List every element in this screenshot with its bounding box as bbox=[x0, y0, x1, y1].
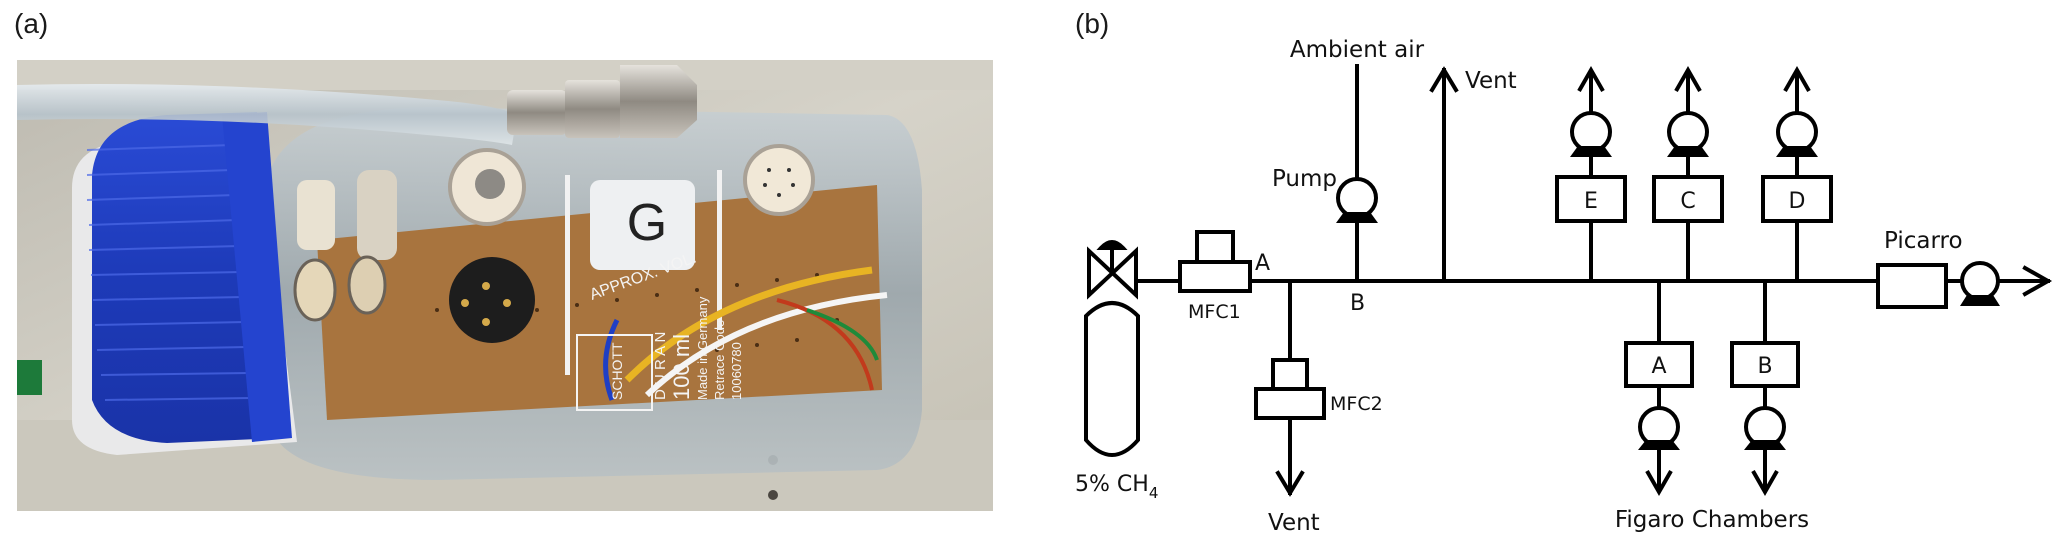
picarro-label: Picarro bbox=[1884, 228, 1963, 254]
sensor-chamber-photo: G SCHOTT D U R A N 100 ml Made in German… bbox=[17, 60, 993, 511]
pump-icon bbox=[1336, 177, 1378, 223]
figaro-sensor bbox=[743, 144, 815, 216]
up-arrow-icon bbox=[1674, 65, 1702, 92]
wire-green bbox=[806, 308, 879, 361]
chamber-branch-e: E bbox=[1555, 65, 1627, 281]
photo-illustration: G SCHOTT D U R A N 100 ml Made in German… bbox=[17, 60, 993, 511]
down-arrow-icon bbox=[1751, 470, 1779, 497]
bottle-brand: SCHOTT bbox=[609, 342, 625, 400]
mount-hole bbox=[768, 490, 778, 500]
figaro-sensor bbox=[449, 257, 535, 343]
bottle-code: 10060780 bbox=[729, 342, 744, 400]
bottle-line: D U R A N bbox=[652, 332, 669, 400]
mfc1-label: MFC1 bbox=[1188, 301, 1241, 323]
panel-label-b: (b) bbox=[1075, 8, 1110, 39]
bottle-volume: 100 ml bbox=[669, 334, 694, 400]
bottle-print: SCHOTT D U R A N 100 ml Made in Germany … bbox=[576, 296, 744, 411]
ambient-air-label: Ambient air bbox=[1290, 37, 1425, 63]
pump-icon bbox=[1667, 111, 1709, 157]
chamber-label: C bbox=[1680, 189, 1695, 214]
cap-rim bbox=[222, 112, 292, 442]
zip-tie bbox=[565, 175, 570, 375]
mfc2-body bbox=[1254, 387, 1326, 420]
down-arrow-icon bbox=[1645, 470, 1673, 497]
vent-up-arrow-icon bbox=[1429, 66, 1459, 93]
picarro-box bbox=[1876, 263, 1948, 309]
figaro-sensor bbox=[448, 148, 526, 226]
cap-ridges bbox=[86, 144, 252, 401]
label-tag-text: G bbox=[627, 194, 667, 252]
chamber-label: D bbox=[1789, 189, 1806, 214]
cylinder-valve-icon bbox=[1087, 240, 1138, 300]
exhaust-arrow-icon bbox=[2022, 265, 2053, 297]
quick-connector bbox=[507, 90, 567, 135]
gas-cylinder-icon bbox=[1084, 301, 1140, 457]
chamber-branch-a: A bbox=[1624, 281, 1694, 497]
mfc1-body bbox=[1178, 260, 1252, 293]
chamber-label: A bbox=[1651, 354, 1666, 379]
vent-bottom-label: Vent bbox=[1268, 510, 1320, 536]
wire-blue bbox=[603, 318, 620, 401]
pump-label: Pump bbox=[1272, 166, 1337, 192]
zip-tie bbox=[717, 170, 722, 330]
figaro-sensor bbox=[293, 170, 397, 322]
mfc2-label: MFC2 bbox=[1330, 393, 1383, 415]
pump-icon bbox=[1776, 111, 1818, 157]
chamber-branch-c: C bbox=[1652, 65, 1724, 281]
pump-icon bbox=[1744, 406, 1786, 450]
chamber-branch-d: D bbox=[1761, 65, 1833, 281]
mfc2-head bbox=[1271, 358, 1309, 391]
up-arrow-icon bbox=[1577, 65, 1605, 92]
clear-tube bbox=[17, 84, 517, 145]
point-a-label: A bbox=[1255, 251, 1270, 276]
point-b-label: B bbox=[1350, 291, 1365, 316]
wire-white bbox=[644, 292, 888, 398]
chamber-label: E bbox=[1584, 189, 1598, 214]
vent-down-arrow-icon bbox=[1275, 470, 1305, 497]
bottle-origin: Made in Germany bbox=[695, 296, 710, 400]
figaro-chambers-label: Figaro Chambers bbox=[1615, 507, 1809, 533]
panel-label-a: (a) bbox=[14, 8, 49, 39]
compression-fitting bbox=[565, 80, 620, 138]
label-tag bbox=[590, 180, 695, 270]
wire-red bbox=[776, 298, 874, 391]
picarro-pump-icon bbox=[1960, 261, 2000, 306]
chamber-branch-b: B bbox=[1730, 281, 1800, 497]
green-board bbox=[17, 360, 42, 395]
pump-icon bbox=[1570, 111, 1612, 157]
mfc1-head bbox=[1195, 230, 1235, 264]
hex-nut bbox=[620, 65, 697, 138]
perfboard bbox=[317, 185, 882, 420]
bottle-retrace: Retrace Code bbox=[712, 320, 727, 400]
vent-top-label: Vent bbox=[1465, 68, 1517, 94]
cylinder-label: 5% CH4 bbox=[1075, 472, 1158, 502]
chamber-label: B bbox=[1757, 354, 1772, 379]
up-arrow-icon bbox=[1783, 65, 1811, 92]
pump-icon bbox=[1638, 406, 1680, 450]
